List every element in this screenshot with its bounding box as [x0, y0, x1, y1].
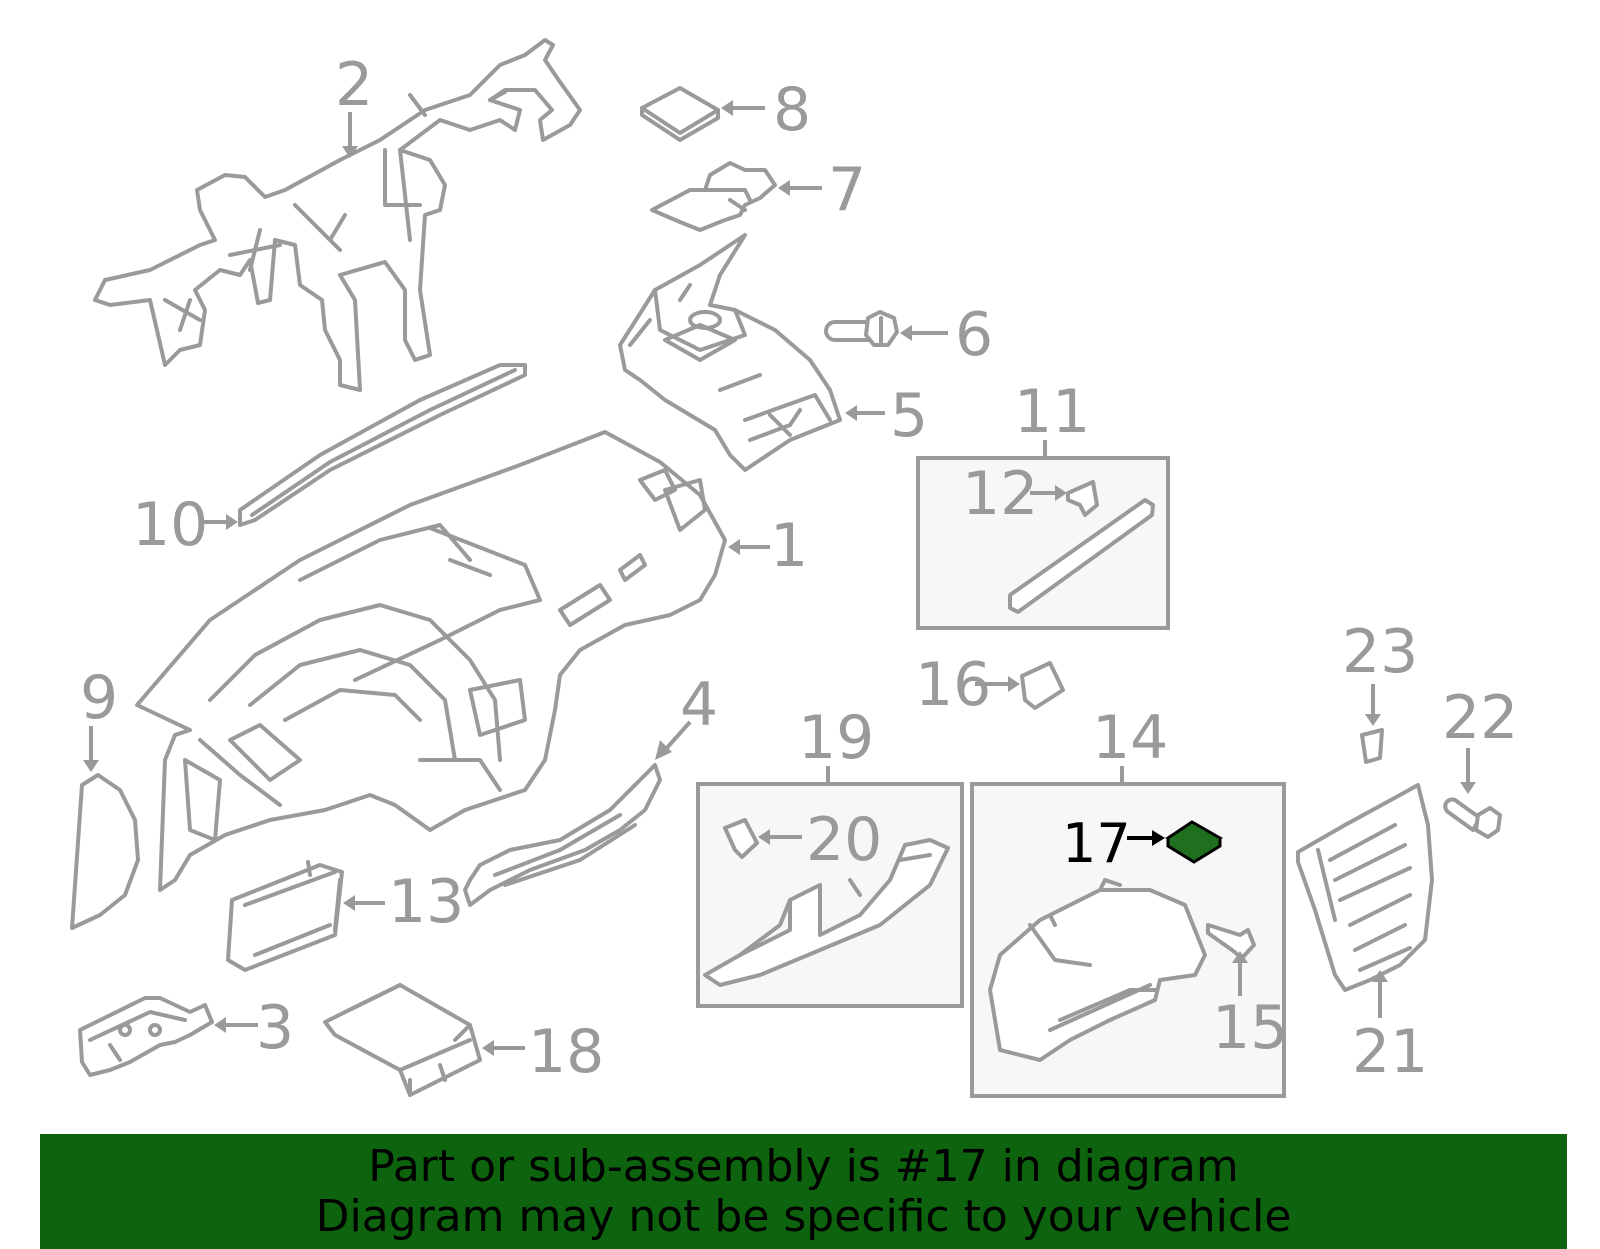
callout-2: 2 — [335, 50, 373, 120]
part-15-screw[interactable] — [1206, 923, 1256, 960]
part-22-bolt[interactable] — [1443, 797, 1502, 839]
callout-1: 1 — [770, 511, 808, 581]
part-16-clip[interactable] — [1020, 661, 1065, 710]
callout-21: 21 — [1352, 1017, 1428, 1087]
banner-line-1: Part or sub-assembly is #17 in diagram — [368, 1140, 1239, 1192]
part-12-clip[interactable] — [1066, 480, 1099, 517]
part-11-trim-strip[interactable] — [1008, 498, 1155, 614]
callout-15: 15 — [1212, 993, 1288, 1063]
part-18-bracket[interactable] — [323, 983, 482, 1097]
callout-9: 9 — [80, 663, 118, 733]
callout-10: 10 — [132, 490, 208, 560]
banner-line-2: Diagram may not be specific to your vehi… — [315, 1190, 1292, 1242]
callout-labels: 2 8 7 6 5 11 12 10 1 16 9 4 23 22 19 14 … — [80, 50, 1518, 1087]
info-banner: Part or sub-assembly is #17 in diagram D… — [40, 1134, 1567, 1249]
callout-18: 18 — [528, 1017, 604, 1087]
callout-19: 19 — [798, 703, 874, 773]
callout-11: 11 — [1014, 377, 1090, 447]
leader-lines — [83, 100, 1476, 1056]
callout-4: 4 — [680, 670, 718, 740]
callout-14: 14 — [1092, 703, 1168, 773]
part-17-highlighted[interactable] — [1165, 820, 1223, 864]
part-8-pad[interactable] — [640, 86, 720, 142]
part-14-glove-box[interactable] — [988, 878, 1207, 1062]
part-20-clip[interactable] — [723, 818, 759, 859]
part-5-center-panel[interactable] — [618, 233, 842, 472]
callout-22: 22 — [1442, 683, 1518, 753]
callout-17: 17 — [1062, 812, 1131, 875]
callout-13: 13 — [388, 867, 464, 937]
part-13-storage-bin[interactable] — [226, 860, 344, 972]
part-9-end-cap[interactable] — [70, 773, 140, 930]
callout-16: 16 — [915, 650, 991, 720]
callout-12: 12 — [962, 459, 1038, 529]
part-2-crossmember[interactable] — [93, 38, 582, 392]
part-10-defroster-grille[interactable] — [238, 363, 527, 527]
part-3-bracket[interactable] — [78, 996, 214, 1077]
callout-7: 7 — [828, 155, 866, 225]
callout-6: 6 — [955, 300, 993, 370]
box-11 — [916, 456, 1170, 630]
part-21-bezel[interactable] — [1296, 783, 1434, 992]
part-7-bracket[interactable] — [650, 161, 777, 232]
callout-20: 20 — [806, 805, 882, 875]
part-1-instrument-panel[interactable] — [135, 430, 727, 892]
part-23-clip[interactable] — [1360, 728, 1384, 764]
callout-23: 23 — [1342, 617, 1418, 687]
part-6-bolt[interactable] — [824, 310, 899, 347]
callout-5: 5 — [890, 381, 928, 451]
callout-3: 3 — [256, 993, 294, 1063]
part-4-lower-trim[interactable] — [463, 763, 662, 907]
part-19-knee-bolster[interactable] — [703, 838, 950, 987]
callout-8: 8 — [773, 75, 811, 145]
